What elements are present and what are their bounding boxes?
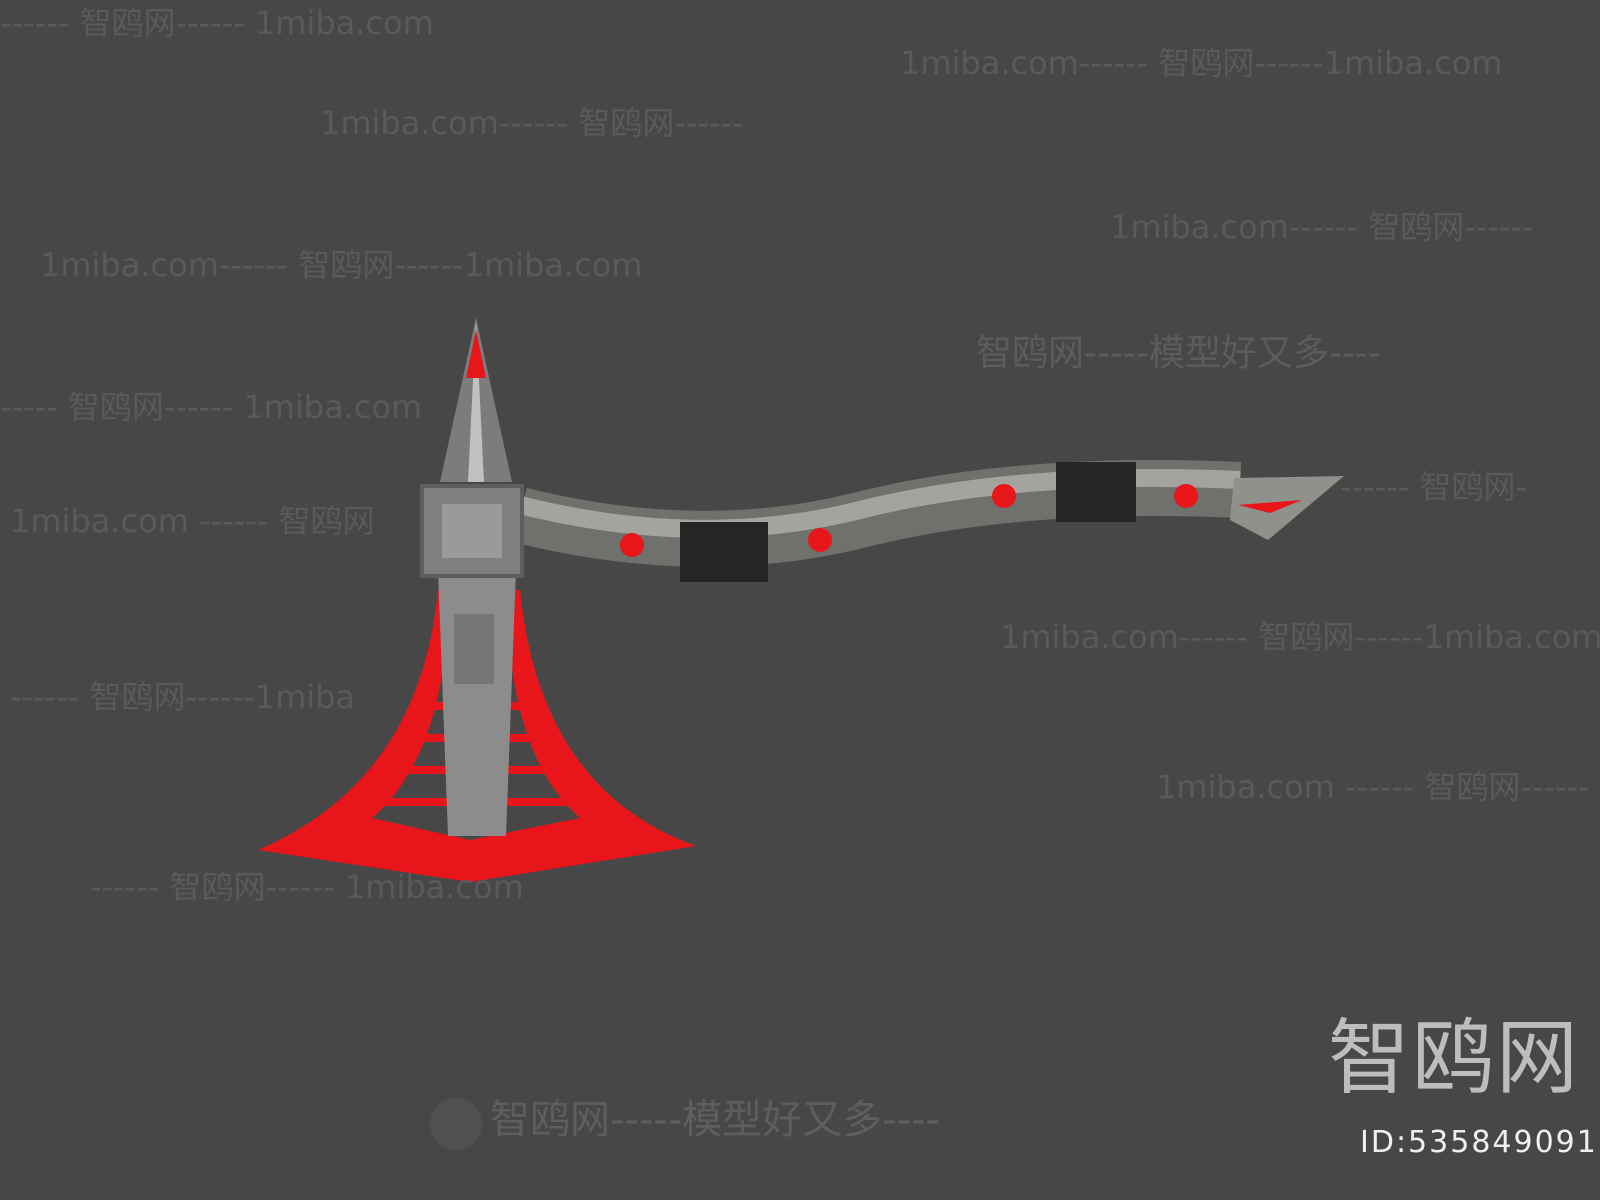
watermark: 1miba.com------ 智鸥网------ [320,104,744,142]
watermark: 智鸥网-----模型好又多---- [976,333,1381,374]
watermark: 1miba.com------ 智鸥网------ [1110,208,1534,246]
model-id: ID:535849091 [1360,1125,1598,1160]
axe-blade [258,484,696,882]
watermark: 1miba.com------ 智鸥网------1miba.com [40,246,643,284]
watermark: ------ 智鸥网- [1340,468,1528,506]
bottom-slogan: 智鸥网-----模型好又多---- [490,1097,940,1143]
watermark: ----- 智鸥网------ 1miba.com [0,388,423,426]
axe-spike [440,318,512,482]
watermark: 1miba.com------ 智鸥网------1miba.com [900,44,1503,82]
axe-handle [513,460,1344,582]
bird-logo-icon [430,1098,482,1150]
watermark: ------ 智鸥网------ 1miba.com [0,4,434,42]
watermark: 1miba.com ------ 智鸥网 [10,502,375,540]
watermark: 1miba.com------ 智鸥网------1miba.com [1000,618,1600,656]
site-logo: 智鸥网 [1328,1011,1581,1106]
watermark: 1miba.com ------ 智鸥网------ [1156,768,1590,806]
watermark: ------ 智鸥网------1miba [10,678,356,716]
watermark: ------ 智鸥网------ 1miba.com [90,868,524,906]
